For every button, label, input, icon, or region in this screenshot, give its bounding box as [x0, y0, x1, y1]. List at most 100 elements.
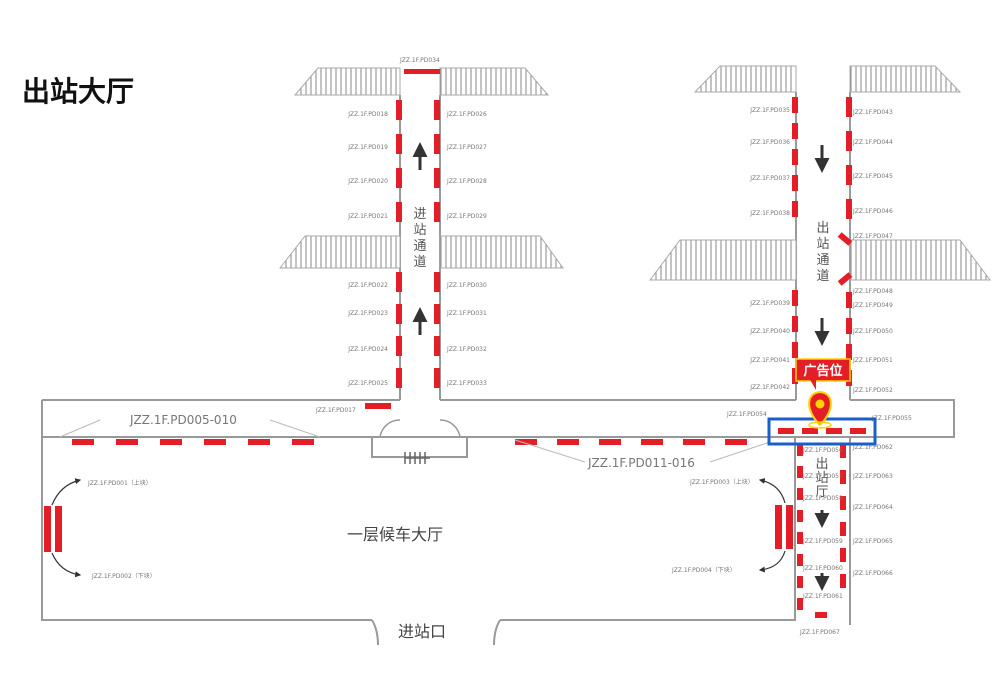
ad-dash [557, 439, 579, 445]
ad-dash [725, 439, 747, 445]
ad-dash [396, 336, 402, 356]
pin-shadow [808, 421, 832, 429]
ad-dash [797, 444, 803, 456]
right-col-b-label: JZZ.1F.PD044 [852, 139, 893, 146]
exit-hall-char: 出 [815, 457, 828, 472]
pd002-label: JZZ.1F.PD002（下块） [91, 572, 156, 580]
ad-position-marker[interactable]: 广告位 [795, 358, 851, 429]
exit-hall-right-label: JZZ.1F.PD062 [852, 444, 893, 451]
ad-dash [792, 201, 798, 217]
left-col-b-label: JZZ.1F.PD030 [446, 282, 487, 289]
exit-hall-left-label: JZZ.1F.PD059 [802, 538, 843, 545]
ad-dash [204, 439, 226, 445]
pin-dot [815, 399, 825, 409]
ad-dash [846, 292, 852, 308]
exit-hall-char: 站 [815, 471, 828, 486]
ad-dash [840, 470, 846, 484]
ad-badge-bg [795, 358, 851, 382]
ad-dash [778, 428, 794, 434]
right-col-a-label: JZZ.1F.PD035 [749, 107, 790, 114]
leader-lines [59, 419, 771, 463]
ad-dash [846, 97, 852, 117]
right-col-b-label: JZZ.1F.PD051 [852, 357, 893, 364]
ad-dash [434, 168, 440, 188]
bottom-label: JZZ.1F.PD067 [799, 629, 840, 636]
top-label: JZZ.1F.PD034 [399, 57, 440, 64]
ad-dash [792, 342, 798, 358]
left-col-b-label: JZZ.1F.PD032 [446, 346, 487, 353]
ad-dash [846, 199, 852, 219]
left-col-a-label: JZZ.1F.PD019 [347, 144, 388, 151]
hall-label: 一层候车大厅 [347, 525, 443, 544]
pd054-label: JZZ.1F.PD054 [726, 411, 767, 418]
pd055-label: JZZ.1F.PD055 [871, 415, 912, 422]
left-col-b-label: JZZ.1F.PD026 [446, 111, 487, 118]
left-col-a-label: JZZ.1F.PD025 [347, 380, 388, 387]
right-col-b-label: JZZ.1F.PD049 [852, 302, 893, 309]
left-col-b-label: JZZ.1F.PD033 [446, 380, 487, 387]
ad-dash [797, 510, 803, 522]
right-col-b-label: JZZ.1F.PD047 [852, 233, 893, 240]
pd001-label: JZZ.1F.PD001（上块） [87, 479, 152, 487]
group-label-right: JZZ.1F.PD011-016 [587, 456, 695, 470]
ad-badge-label: 广告位 [803, 363, 842, 379]
ad-dash [434, 100, 440, 120]
ad-dash [396, 202, 402, 222]
ad-dash [792, 316, 798, 332]
entrance-label: 进站口 [398, 622, 446, 641]
pd004-label: JZZ.1F.PD004（下块） [671, 566, 736, 574]
ad-dash [160, 439, 182, 445]
left-col-a-label: JZZ.1F.PD024 [347, 346, 388, 353]
exit-passage-char: 站 [816, 237, 829, 252]
side-curve-arrows [51, 478, 786, 578]
ad-dash [792, 290, 798, 306]
left-col-b-label: JZZ.1F.PD031 [446, 310, 487, 317]
stair-landings [278, 65, 991, 281]
ad-dash [846, 131, 852, 151]
ad-dash [641, 439, 663, 445]
ad-dash [396, 100, 402, 120]
ad-dash [434, 304, 440, 324]
entry-passage-char: 站 [413, 223, 426, 238]
right-col-a-label: JZZ.1F.PD038 [749, 210, 790, 217]
left-col-b-label: JZZ.1F.PD029 [446, 213, 487, 220]
right-col-b-label: JZZ.1F.PD050 [852, 328, 893, 335]
ad-dash [792, 97, 798, 113]
left-col-a-label: JZZ.1F.PD020 [347, 178, 388, 185]
pd017-label: JZZ.1F.PD017 [315, 407, 356, 414]
exit-passage-char: 道 [816, 269, 829, 284]
left-col-a-label: JZZ.1F.PD021 [347, 213, 388, 220]
ad-dash [116, 439, 138, 445]
exit-hall-left-label: JZZ.1F.PD058 [802, 495, 843, 502]
left-col-a-label: JZZ.1F.PD023 [347, 310, 388, 317]
flow-arrows [412, 142, 830, 591]
pd003-label: JZZ.1F.PD003（上块） [689, 478, 754, 486]
badge-pointer [808, 376, 816, 390]
exit-hall-right-label: JZZ.1F.PD063 [852, 473, 893, 480]
ad-dash [434, 272, 440, 292]
ad-dash [846, 318, 852, 334]
ad-dash [846, 165, 852, 185]
ad-dash [840, 444, 846, 458]
column-labels: JZZ.1F.PD018JZZ.1F.PD019JZZ.1F.PD020JZZ.… [347, 107, 893, 600]
ad-dash [802, 428, 818, 434]
right-col-a-label: JZZ.1F.PD040 [749, 328, 790, 335]
ad-dash [72, 439, 94, 445]
exit-passage-char: 出 [816, 221, 829, 236]
right-col-b-label: JZZ.1F.PD048 [852, 288, 893, 295]
right-col-a-label: JZZ.1F.PD036 [749, 139, 790, 146]
page-title: 出站大厅 [22, 75, 135, 108]
left-col-a-label: JZZ.1F.PD022 [347, 282, 388, 289]
ad-dash [792, 149, 798, 165]
ad-dash [792, 368, 798, 384]
ad-dash [826, 428, 842, 434]
ad-dash [797, 598, 803, 610]
ad-dash [840, 548, 846, 562]
ad-dash [396, 134, 402, 154]
exit-hall-char: 厅 [815, 485, 828, 500]
ad-dash [434, 336, 440, 356]
ad-dash [840, 522, 846, 536]
ad-dash [792, 123, 798, 139]
